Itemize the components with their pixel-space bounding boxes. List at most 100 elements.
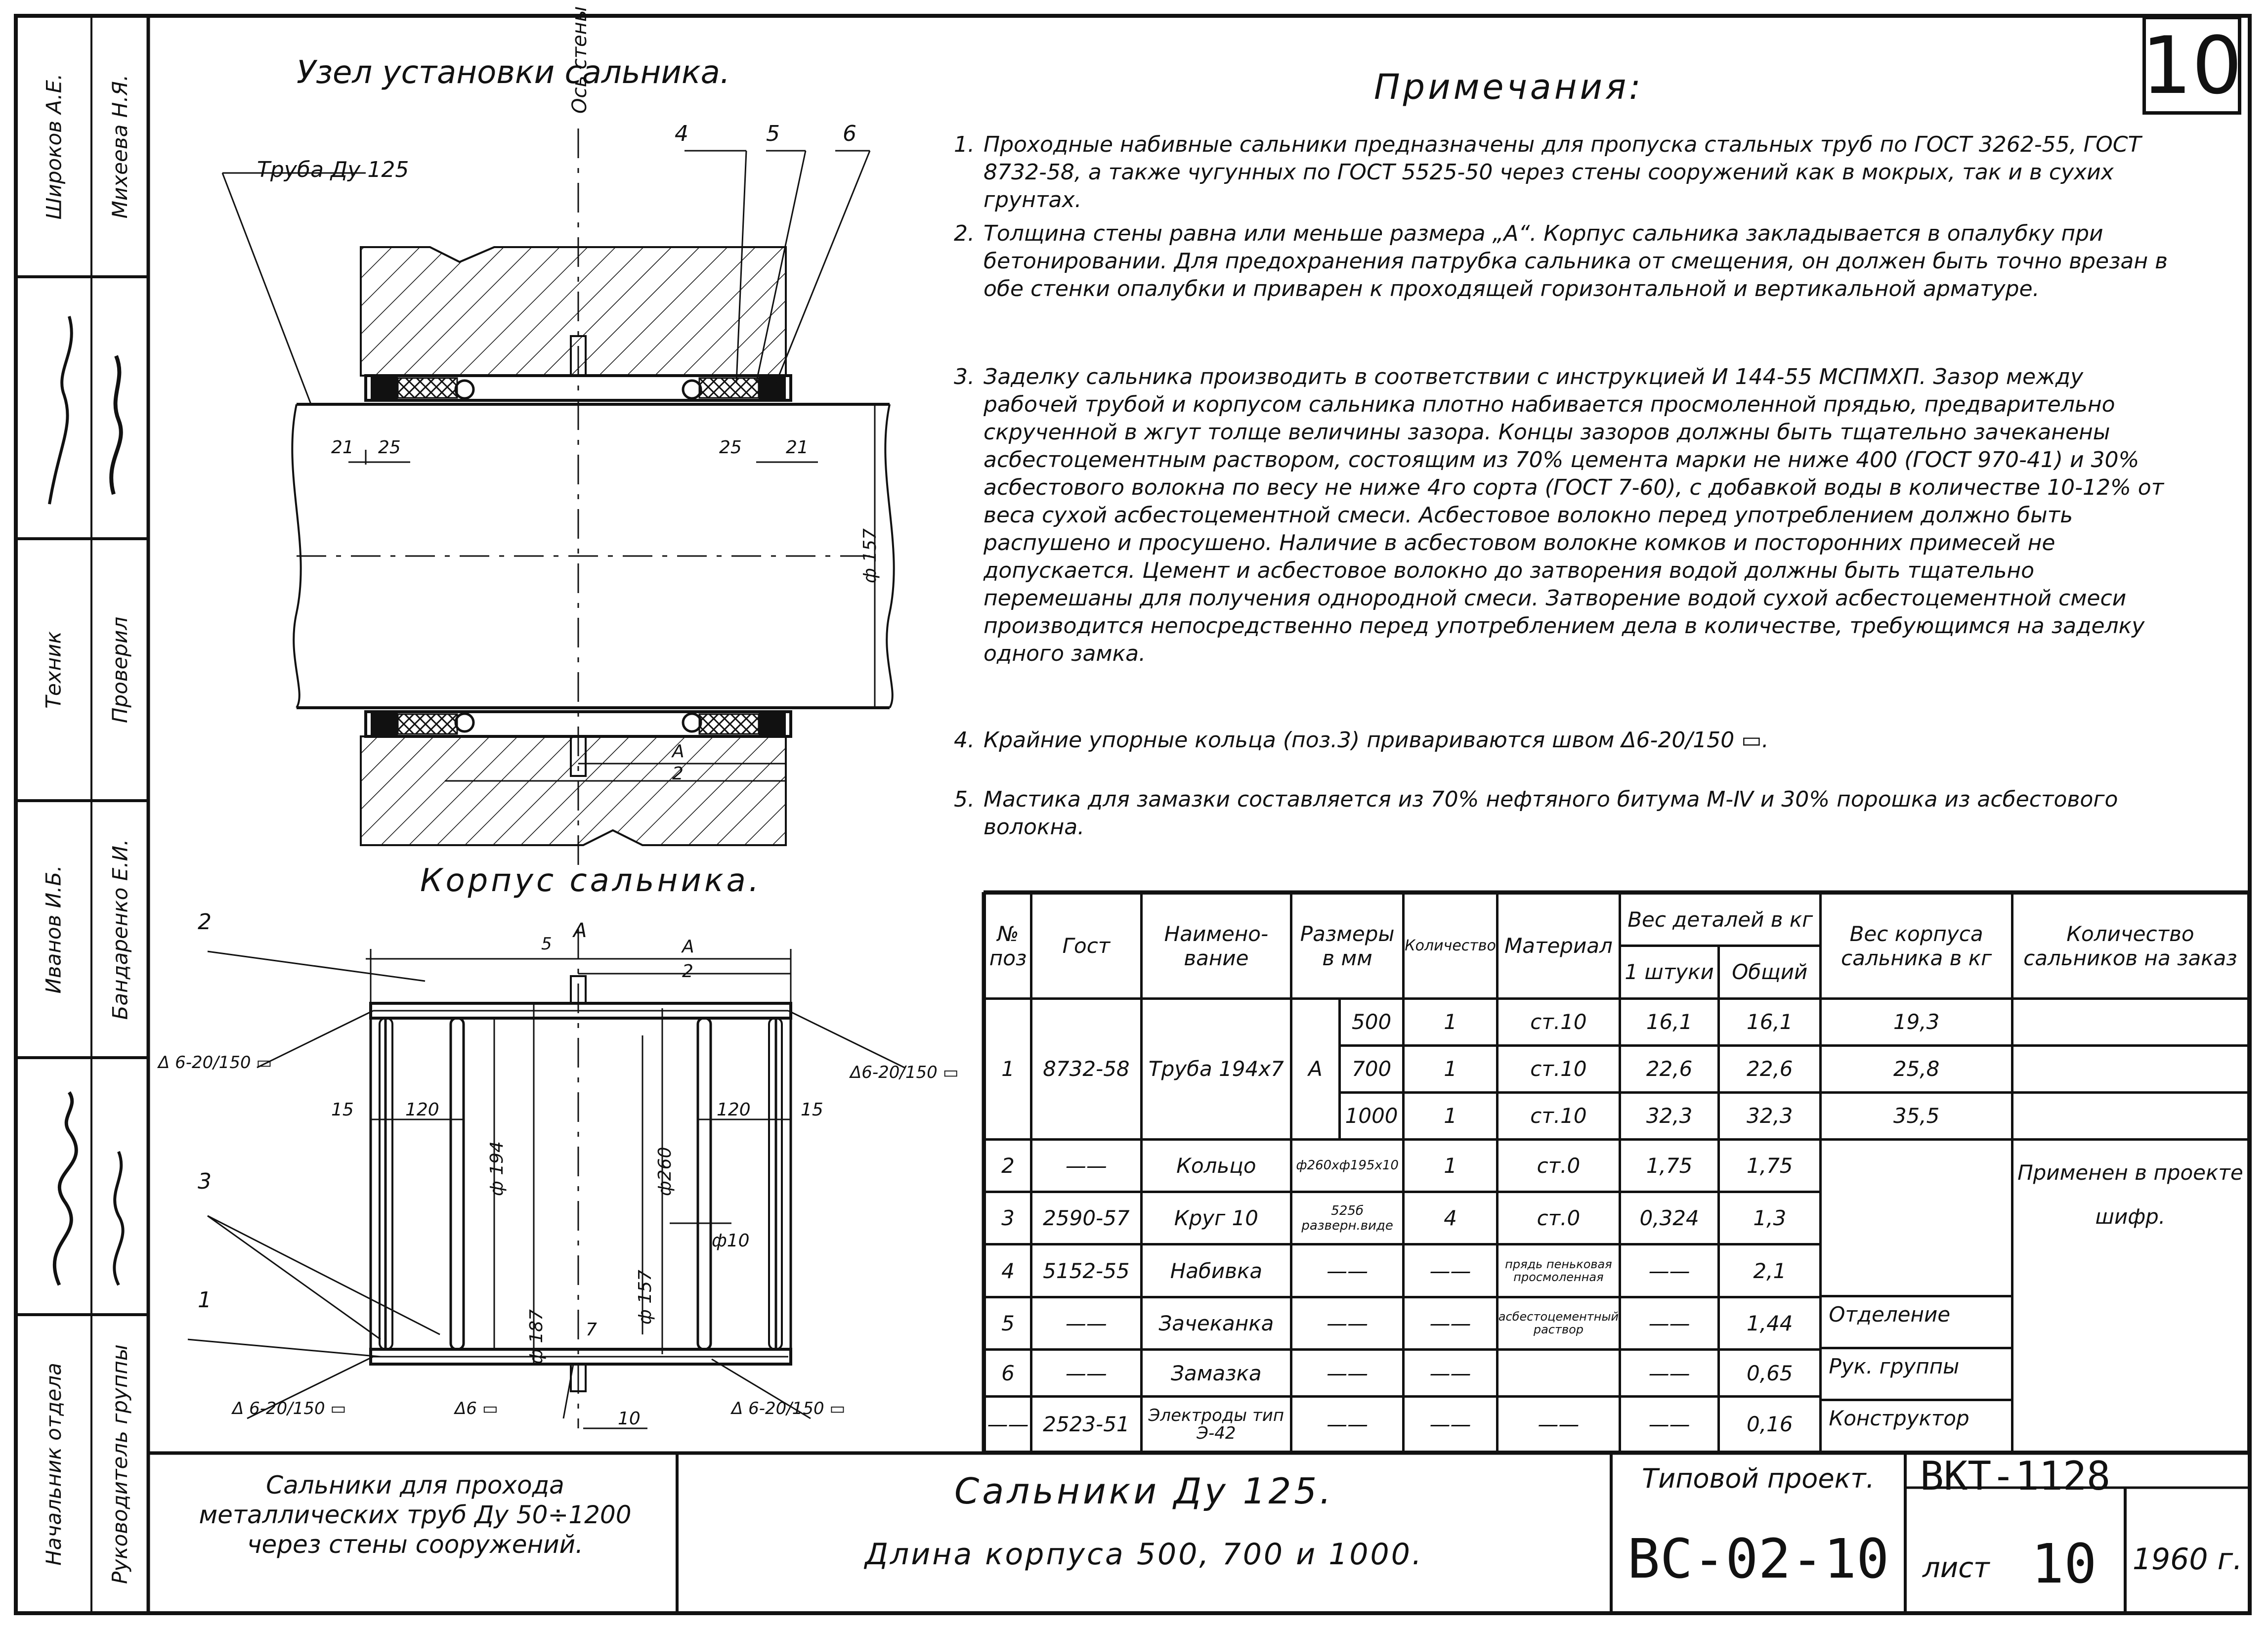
side-text: Михеева Н.Я. (108, 74, 132, 218)
row1-length: 500 (1338, 997, 1405, 1047)
main-title-line-2: Длина корпуса 500, 700 и 1000. (865, 1537, 1423, 1572)
year: 1960 г. (2132, 1542, 2243, 1577)
note-3: 3.Заделку сальника производить в соответ… (954, 363, 2170, 668)
body-dim-15-right: 15 (801, 1100, 823, 1120)
dim-a-label: А (672, 741, 685, 762)
row-size: 525б разверн.виде (1289, 1191, 1405, 1246)
applied-cipher: шифр. (2095, 1204, 2166, 1229)
row-size: —— (1289, 1395, 1405, 1453)
row-gost: 2590-57 (1030, 1191, 1143, 1246)
applied-group-head: Рук. группы (1822, 1347, 2011, 1399)
main-title-line-1: Сальники Ду 125. (954, 1470, 1334, 1512)
row1-material: ст.10 (1496, 997, 1622, 1047)
th-count: Количество сальников на заказ (2011, 892, 2250, 1000)
th-size: Размеры в мм (1289, 892, 1405, 1000)
row-material: асбестоцементный раствор (1496, 1295, 1622, 1351)
side-text: Широков А.Е. (42, 73, 66, 219)
position-5-label: 5 (766, 121, 780, 146)
applied-dept: Отделение (1822, 1295, 2011, 1347)
th-total: Общий (1717, 944, 1822, 1000)
side-cell-1a: Широков А.Е. (16, 16, 91, 277)
row-gost: —— (1030, 1348, 1143, 1398)
row1-qty: 1 (1402, 1044, 1498, 1094)
side-cell-6a: Начальник отдела (16, 1315, 91, 1613)
row1-total: 16,1 (1717, 997, 1822, 1047)
applied-dept-cell: Отделение Рук. группы Конструктор (1819, 1138, 2013, 1454)
row-per-unit: —— (1619, 1243, 1720, 1298)
row1-length: 1000 (1338, 1091, 1405, 1141)
row1-total: 32,3 (1717, 1091, 1822, 1141)
body-dim-a-half: А (682, 937, 694, 957)
row-qty: 4 (1402, 1191, 1498, 1246)
row1-count (2011, 1091, 2250, 1141)
position-6-label: 6 (843, 121, 856, 146)
side-cell-3b: Проверил (91, 539, 148, 801)
th-material: Материал (1496, 892, 1622, 1000)
note-text: Мастика для замазки составляется из 70% … (984, 787, 2118, 840)
note-number: 5. (954, 787, 975, 812)
row-pos: 4 (983, 1243, 1033, 1298)
row-per-unit: 0,324 (1619, 1191, 1720, 1246)
signature-2-svg (52, 1091, 125, 1286)
gland-body-drawing (187, 929, 905, 1429)
row-total: 1,44 (1717, 1295, 1822, 1351)
row-size: —— (1289, 1348, 1405, 1398)
row-pos: 3 (983, 1191, 1033, 1246)
row-material: ст.0 (1496, 1138, 1622, 1194)
body-dim-187: ф 187 (526, 1309, 547, 1364)
body-position-3: 3 (198, 1169, 212, 1194)
note-2: 2.Толщина стены равна или меньше размера… (954, 220, 2170, 303)
th-gost: Гост (1030, 892, 1143, 1000)
row-pos: 5 (983, 1295, 1033, 1351)
body-dim-157: ф 157 (635, 1270, 655, 1325)
side-text: Иванов И.Б. (42, 864, 66, 994)
row-size: —— (1289, 1243, 1405, 1298)
row1-dim: А (1289, 997, 1341, 1141)
drawing1-title: Узел установки сальника. (297, 54, 730, 91)
series-code: ВКТ-1128 (1920, 1453, 2111, 1499)
row-gost: —— (1030, 1295, 1143, 1351)
row-material: прядь пеньковая просмоленная (1496, 1243, 1622, 1298)
typical-project-label: Типовой проект. (1642, 1463, 1875, 1494)
row-material (1496, 1348, 1622, 1398)
body-dim-a: А (573, 919, 587, 942)
row-name: Зачеканка (1140, 1295, 1292, 1351)
row-pos: 6 (983, 1348, 1033, 1398)
series-description: Сальники для прохода металлических труб … (199, 1471, 632, 1559)
side-text: Проверил (108, 616, 132, 723)
th-per-unit: 1 штуки (1619, 944, 1720, 1000)
row-qty: —— (1402, 1395, 1498, 1453)
weld-mark-left: Δ 6-20/150 ▭ (158, 1053, 272, 1072)
body-position-2: 2 (198, 909, 212, 935)
side-text: Руководитель группы (108, 1344, 132, 1584)
wall-axis-label: Ось стены (568, 6, 591, 114)
weld-mark-right: Δ6-20/150 ▭ (850, 1063, 959, 1082)
row-size: ф260хф195х10 (1289, 1138, 1405, 1194)
applied-designer: Конструктор (1822, 1399, 2011, 1451)
gland-assembly-drawing (221, 129, 895, 870)
row1-material: ст.10 (1496, 1091, 1622, 1141)
row-per-unit: —— (1619, 1295, 1720, 1351)
side-cell-4a: Иванов И.Б. (16, 801, 91, 1058)
body-position-1: 1 (198, 1287, 212, 1313)
note-4: 4.Крайние упорные кольца (поз.3) привари… (954, 727, 2170, 754)
position-4-label: 4 (675, 121, 688, 146)
row-total: 2,1 (1717, 1243, 1822, 1298)
project-code: ВС-02-10 (1627, 1527, 1889, 1590)
row-qty: 1 (1402, 1138, 1498, 1194)
th-body-weight: Вес корпуса сальника в кг (1819, 892, 2013, 1000)
row-name: Замазка (1140, 1348, 1292, 1398)
weld-mark-bottom-left: Δ 6-20/150 ▭ (232, 1399, 346, 1418)
note-text: Крайние упорные кольца (поз.3) приварива… (984, 728, 1769, 753)
body-dim-7: 7 (586, 1320, 597, 1340)
row-per-unit: 1,75 (1619, 1138, 1720, 1194)
row1-count (2011, 997, 2250, 1047)
row-total: 1,3 (1717, 1191, 1822, 1246)
pipe-label: Труба Ду 125 (257, 157, 409, 182)
body-dim-194: ф 194 (487, 1141, 507, 1196)
row-total: 0,65 (1717, 1348, 1822, 1398)
specification-table: № поз Гост Наимено- вание Размеры в мм К… (983, 892, 2250, 1454)
row1-per-unit: 22,6 (1619, 1044, 1720, 1094)
side-text: Техник (42, 631, 66, 709)
